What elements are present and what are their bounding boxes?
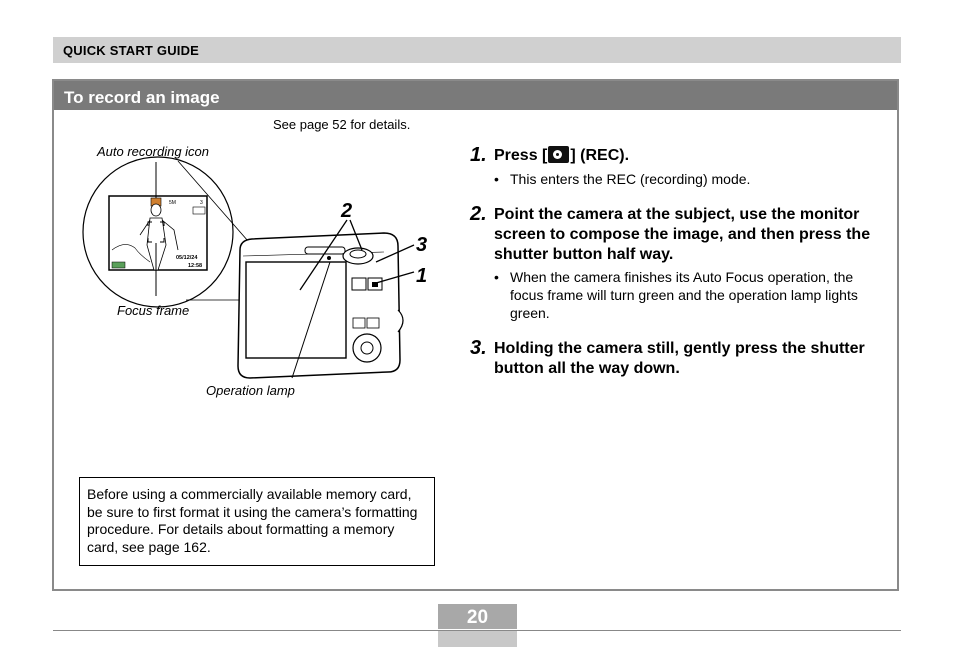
camera-icon <box>548 146 570 163</box>
lcd-zoom-circle: 5M 3 05/12/24 12:58 <box>82 156 263 308</box>
svg-text:3: 3 <box>200 200 203 206</box>
step-title: Press [] (REC). <box>494 146 630 164</box>
svg-text:12:58: 12:58 <box>188 263 202 269</box>
callout-2: 2 <box>340 200 352 222</box>
caption-auto-recording-icon: Auto recording icon <box>97 144 210 159</box>
section-box: To record an image <box>52 79 899 591</box>
page-number: 20 <box>466 607 489 628</box>
camera-body <box>237 232 404 379</box>
caption-focus-frame: Focus frame <box>117 303 190 318</box>
callout-3: 3 <box>416 234 427 256</box>
step-number: 2. <box>470 203 487 225</box>
callout-1: 1 <box>416 265 427 287</box>
guide-label: QUICK START GUIDE <box>63 43 200 58</box>
callout-lines <box>291 219 415 379</box>
footer-rule <box>53 630 901 631</box>
svg-text:5M: 5M <box>169 200 176 206</box>
guide-header-bar: QUICK START GUIDE <box>53 37 901 63</box>
caption-operation-lamp: Operation lamp <box>206 383 295 398</box>
step-title: Holding the camera still, gently press t… <box>494 340 865 377</box>
step-title: Point the camera at the subject, use the… <box>494 206 871 263</box>
section-title: To record an image <box>64 88 220 107</box>
memory-card-note: Before using a commercially available me… <box>79 477 435 566</box>
operation-lamp <box>327 256 331 260</box>
step-number: 3. <box>470 337 487 359</box>
section-header: To record an image <box>54 81 897 110</box>
page-number-badge: 20 <box>438 604 517 647</box>
step-number: 1. <box>470 144 487 166</box>
focus-frame <box>147 221 165 243</box>
see-page-text: See page 52 for details. <box>273 117 411 132</box>
svg-text:05/12/24: 05/12/24 <box>176 255 198 261</box>
